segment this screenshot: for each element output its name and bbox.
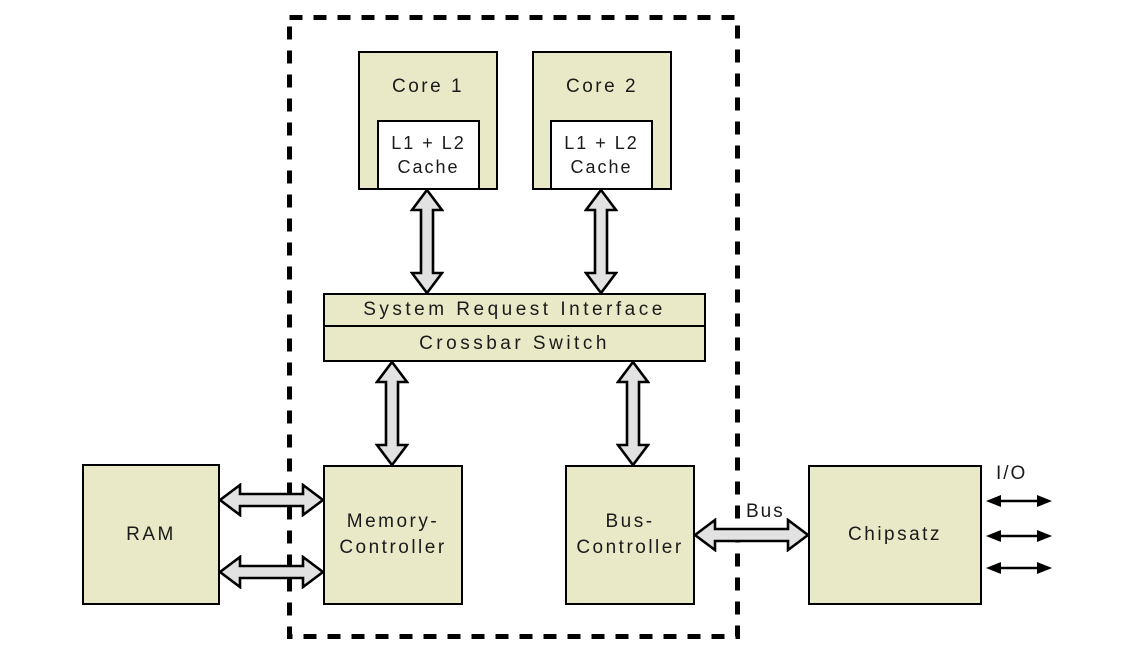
core2-cache-line2: Cache [570, 157, 633, 177]
system-request-interface-bar: System Request Interface [323, 293, 706, 327]
io-label: I/O [996, 463, 1028, 484]
chipset-label: Chipsatz [848, 524, 942, 545]
chipset-box: Chipsatz [808, 465, 982, 605]
ram-memory-controller-double-arrow-bottom-icon [218, 555, 325, 589]
memory-controller-box: Memory- Controller [323, 465, 463, 605]
bus-controller-label-line2: Controller [576, 537, 684, 558]
core2-sri-double-arrow-icon [584, 188, 618, 295]
bus-controller-label-line1: Bus- [605, 511, 655, 532]
core2-cache-box: L1 + L2 Cache [550, 120, 653, 190]
crossbar-memory-controller-double-arrow-icon [375, 360, 409, 467]
io-double-arrow-2-icon [986, 530, 1052, 542]
io-double-arrow-3-icon [986, 562, 1052, 574]
ram-label: RAM [126, 523, 176, 545]
crossbar-bus-controller-double-arrow-icon [616, 360, 650, 467]
ram-memory-controller-double-arrow-top-icon [218, 483, 325, 517]
core2-cache-line1: L1 + L2 [564, 133, 639, 153]
bus-double-arrow-icon [693, 518, 810, 552]
memory-controller-label-line2: Controller [339, 537, 447, 558]
ram-box: RAM [82, 464, 220, 605]
core1-cache-box: L1 + L2 Cache [377, 120, 480, 190]
bus-label: Bus [746, 501, 785, 522]
core1-sri-double-arrow-icon [410, 188, 444, 295]
cpu-die-boundary [287, 15, 740, 639]
crossbar-switch-label: Crossbar Switch [419, 332, 610, 354]
crossbar-switch-bar: Crossbar Switch [323, 325, 706, 362]
core1-cache-line2: Cache [397, 157, 460, 177]
io-double-arrow-1-icon [986, 495, 1052, 507]
system-request-interface-label: System Request Interface [363, 299, 666, 320]
core2-label: Core 2 [565, 76, 639, 97]
core1-cache-line1: L1 + L2 [391, 133, 466, 153]
core1-label: Core 1 [391, 76, 465, 97]
memory-controller-label-line1: Memory- [346, 511, 440, 532]
bus-controller-box: Bus- Controller [565, 465, 695, 605]
